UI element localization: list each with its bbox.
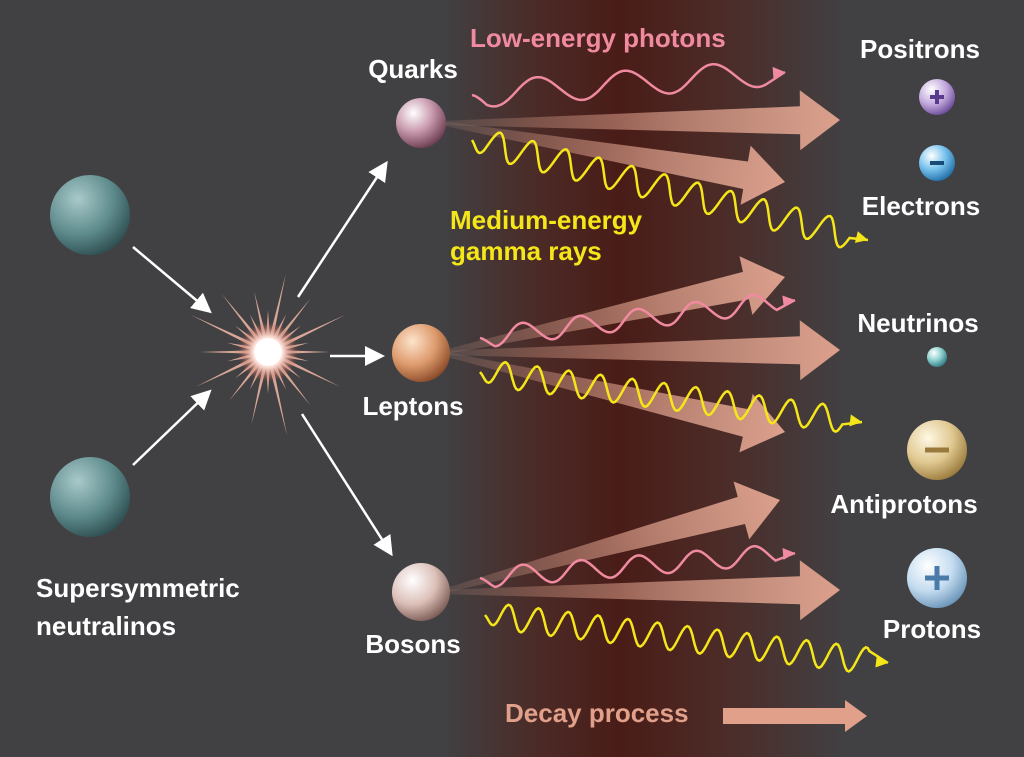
label-bosons: Bosons: [365, 629, 461, 659]
neutrino-icon: [927, 347, 947, 367]
label-decay-process: Decay process: [505, 698, 689, 728]
gamma-ray-wave: [470, 131, 869, 249]
label-antiprotons: Antiprotons: [830, 489, 978, 519]
annihilation-burst-icon: [190, 274, 346, 436]
arrow-neutralino-top: [132, 246, 212, 314]
low-energy-photon-wave-arrowhead: [772, 66, 785, 79]
proton-icon: [907, 548, 967, 608]
label-gamma-2: gamma rays: [450, 236, 602, 266]
gamma-ray-wave-arrowhead: [854, 231, 868, 243]
label-neutrinos: Neutrinos: [857, 308, 979, 338]
decay-arrow: [439, 121, 785, 205]
gamma-ray-wave: [483, 603, 889, 673]
photon-waves: [470, 63, 889, 673]
label-quarks: Quarks: [368, 54, 458, 84]
decay-arrows: [439, 90, 840, 621]
quark-sphere: [396, 98, 446, 148]
label-neutralinos-1: Supersymmetric: [36, 573, 240, 603]
label-positrons: Positrons: [860, 34, 980, 64]
lepton-sphere: [392, 324, 450, 382]
arrow-to-quarks: [296, 160, 388, 298]
low-energy-photon-wave: [479, 293, 796, 348]
gamma-ray-wave-arrowhead: [849, 414, 862, 427]
low-energy-photon-wave-arrowhead: [782, 295, 795, 308]
antiproton-icon: [907, 420, 967, 480]
label-electrons: Electrons: [861, 191, 981, 221]
low-energy-photon-wave: [479, 544, 796, 589]
electron-icon: [919, 145, 955, 181]
boson-sphere: [392, 563, 450, 621]
label-neutralinos-2: neutralinos: [36, 611, 177, 641]
label-leptons: Leptons: [362, 391, 464, 421]
decay-arrow: [439, 90, 840, 151]
neutralino-sphere-top: [50, 175, 130, 255]
arrow-neutralino-bottom: [132, 389, 212, 466]
decay-arrow: [439, 560, 840, 621]
label-gamma-1: Medium-energy: [450, 205, 643, 235]
low-energy-photon-wave: [471, 63, 786, 108]
neutralino-sphere-bottom: [50, 457, 130, 537]
decay-process-arrow-icon: [723, 700, 867, 732]
arrow-to-bosons: [300, 413, 393, 557]
label-protons: Protons: [882, 614, 982, 644]
low-energy-photon-wave-arrowhead: [782, 547, 795, 560]
positron-icon: [919, 79, 955, 115]
decay-arrow: [439, 351, 785, 453]
label-low-energy-photons: Low-energy photons: [470, 23, 726, 53]
gamma-ray-wave: [479, 360, 863, 433]
decay-arrow: [439, 320, 840, 381]
input-arrows: [132, 160, 393, 557]
gamma-ray-wave-arrowhead: [875, 655, 888, 668]
decay-arrow: [439, 256, 785, 355]
